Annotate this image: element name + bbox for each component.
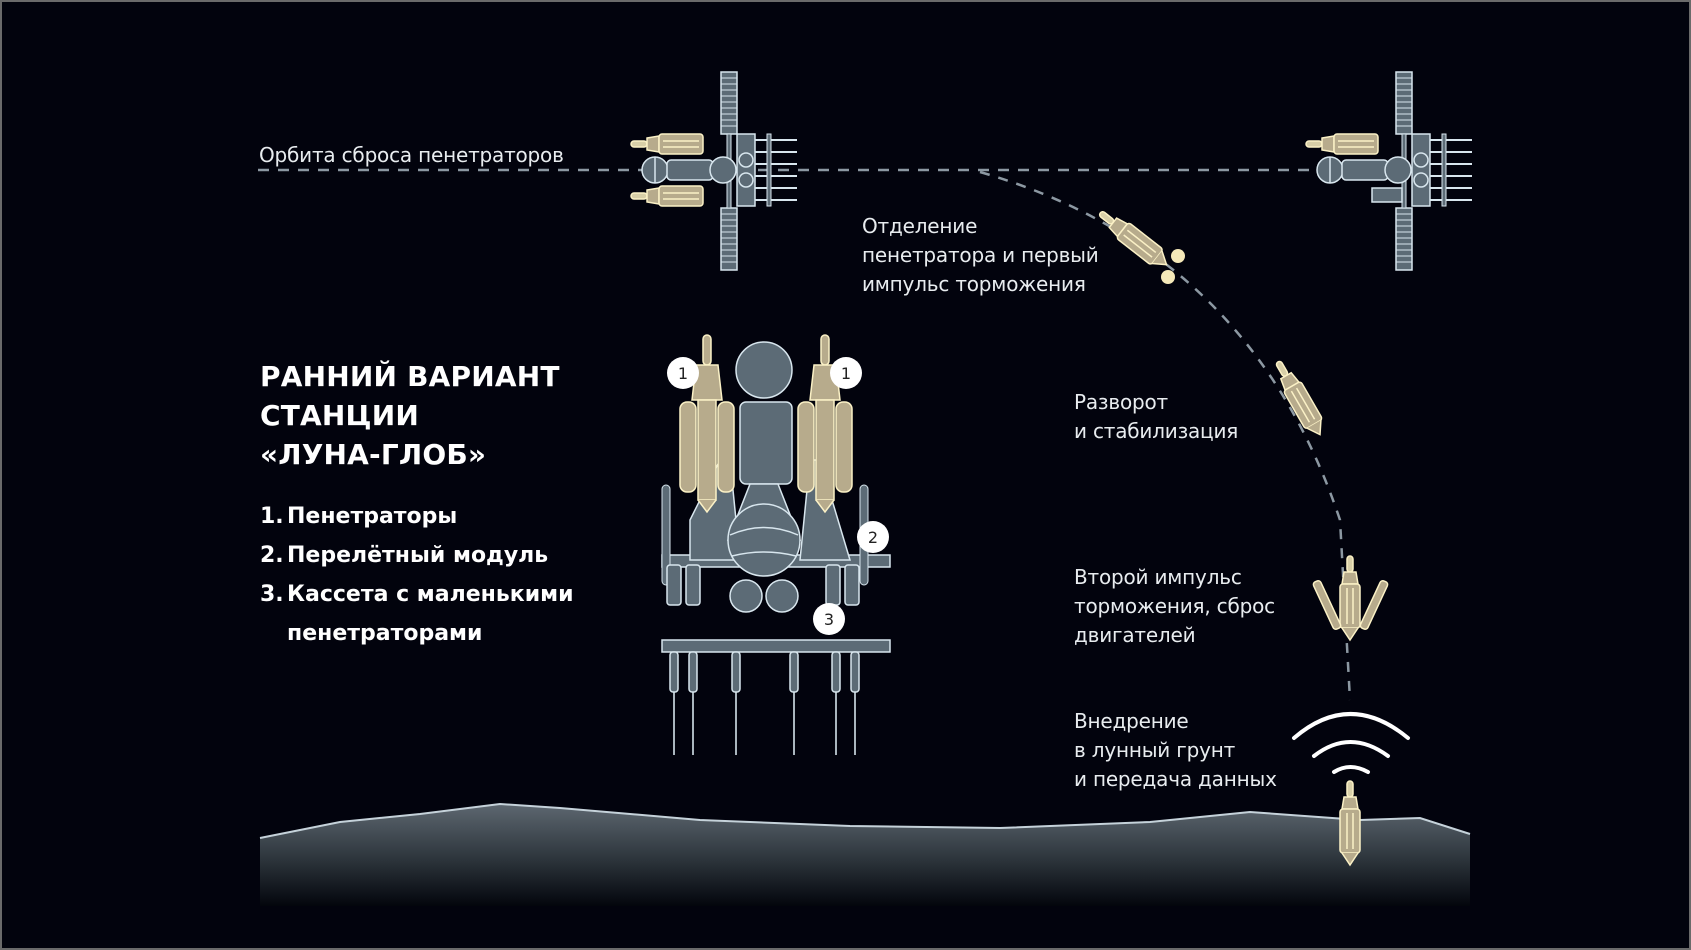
separation-line-2: пенетратора и первый <box>862 243 1099 267</box>
separation-label: Отделение пенетратора и первый импульс т… <box>862 212 1099 299</box>
legend-item: 2. Перелётный модуль <box>260 536 574 575</box>
engine-flash <box>1161 270 1175 284</box>
title-line-1: РАННИЙ ВАРИАНТ <box>260 360 560 393</box>
legend-number: 2. <box>260 543 284 568</box>
lunar-surface <box>260 804 1470 906</box>
orbiter-before-separation <box>630 72 797 270</box>
legend-text-continued: пенетраторами <box>287 621 483 646</box>
turn-line-1: Разворот <box>1074 390 1168 414</box>
callout-2-label: 2 <box>868 528 878 547</box>
second-impulse-line-3: двигателей <box>1074 623 1196 647</box>
legend-number: 3. <box>260 582 284 607</box>
callout-1-right-label: 1 <box>841 364 851 383</box>
second-impulse-label: Второй импульс торможения, сброс двигате… <box>1074 563 1275 650</box>
second-impulse-line-2: торможения, сброс <box>1074 594 1275 618</box>
turn-line-2: и стабилизация <box>1074 419 1239 443</box>
luna-glob-station <box>661 334 891 755</box>
orbiter-after-separation <box>1305 72 1472 270</box>
legend-text: Пенетраторы <box>287 504 458 529</box>
descent-trajectory <box>979 170 1352 701</box>
callout-3-label: 3 <box>824 610 834 629</box>
second-impulse-line-1: Второй импульс <box>1074 565 1242 589</box>
impact-line-2: в лунный грунт <box>1074 738 1236 762</box>
callout-3 <box>813 603 845 635</box>
component-legend: 1. Пенетраторы 2. Перелётный модуль 3. К… <box>260 497 574 653</box>
title-line-3: «ЛУНА-ГЛОБ» <box>260 438 487 471</box>
legend-text: Перелётный модуль <box>287 543 549 568</box>
callout-2 <box>857 521 889 553</box>
engine-flash <box>1171 249 1185 263</box>
signal-waves-icon <box>1292 712 1410 774</box>
orbit-label: Орбита сброса пенетраторов <box>259 143 564 167</box>
legend-number: 1. <box>260 504 284 529</box>
callout-1-left-label: 1 <box>678 364 688 383</box>
legend-item: 1. Пенетраторы <box>260 497 574 536</box>
dropped-engine <box>1312 579 1342 631</box>
legend-item: 3. Кассета с маленькими <box>260 575 574 614</box>
separation-line-1: Отделение <box>862 214 978 238</box>
dropped-engine <box>1359 579 1389 631</box>
turn-label: Разворот и стабилизация <box>1074 388 1238 446</box>
penetrator-embedded <box>1339 780 1361 866</box>
callout-1-left <box>667 357 699 389</box>
penetrator-turning <box>1268 356 1330 441</box>
impact-line-1: Внедрение <box>1074 709 1189 733</box>
separation-line-3: импульс торможения <box>862 272 1086 296</box>
impact-line-3: и передача данных <box>1074 767 1277 791</box>
callout-1-right <box>830 357 862 389</box>
title-line-2: СТАНЦИИ <box>260 399 419 432</box>
diagram-title: РАННИЙ ВАРИАНТ СТАНЦИИ «ЛУНА-ГЛОБ» <box>260 357 560 474</box>
impact-label: Внедрение в лунный грунт и передача данн… <box>1074 707 1277 794</box>
legend-text: Кассета с маленькими <box>287 582 574 607</box>
penetrator-separating <box>1093 204 1174 274</box>
